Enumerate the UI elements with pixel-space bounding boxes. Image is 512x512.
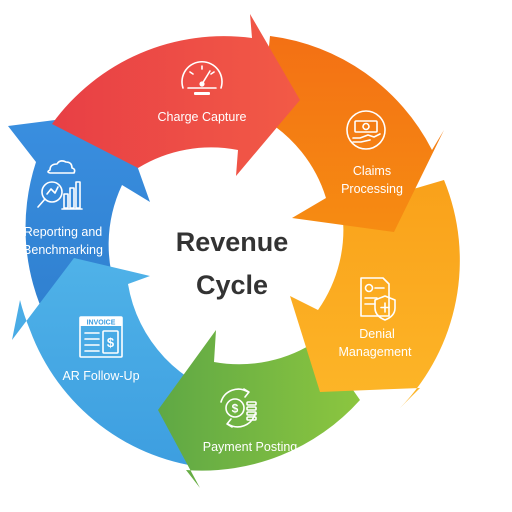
segment-denial-management xyxy=(290,180,460,408)
dollar-coins-cycle-icon: $ xyxy=(220,388,257,428)
segment-charge-capture xyxy=(52,14,300,176)
magnifier-chart-icon xyxy=(37,160,83,210)
stage-denial-management: Denial Management xyxy=(339,277,412,359)
stage-label-line2: Benchmarking xyxy=(23,243,103,257)
segment-claims-processing xyxy=(262,36,444,232)
invoice-dollar: $ xyxy=(107,335,115,350)
center-title-line2: Cycle xyxy=(196,270,268,300)
stage-label: Payment Posting xyxy=(203,440,298,454)
stage-label: Charge Capture xyxy=(158,110,247,124)
stage-charge-capture: Charge Capture xyxy=(158,61,247,124)
stage-label-line1: Denial xyxy=(359,327,394,341)
stage-claims-processing: Claims Processing xyxy=(341,110,403,196)
stage-payment-posting: $ Payment Posting xyxy=(203,388,298,454)
speedometer-icon xyxy=(181,61,223,95)
center-title-line1: Revenue xyxy=(176,227,289,257)
stage-ar-followup: INVOICE $ AR Follow-Up xyxy=(62,316,140,383)
segment-payment-posting xyxy=(158,330,360,488)
invoice-icon: INVOICE $ xyxy=(79,316,123,358)
stage-label-line2: Processing xyxy=(341,182,403,196)
cycle-segments xyxy=(8,14,460,488)
stage-label-line1: Claims xyxy=(353,164,391,178)
stage-label-line2: Management xyxy=(339,345,412,359)
dollar-sign: $ xyxy=(232,402,239,416)
stage-reporting-benchmarking: Reporting and Benchmarking xyxy=(23,160,103,257)
stage-label-line1: Reporting and xyxy=(24,225,103,239)
invoice-word: INVOICE xyxy=(87,320,116,327)
cash-in-hand-icon xyxy=(346,110,386,150)
document-shield-icon xyxy=(360,277,396,321)
stage-label: AR Follow-Up xyxy=(62,369,139,383)
segment-reporting xyxy=(8,112,150,323)
